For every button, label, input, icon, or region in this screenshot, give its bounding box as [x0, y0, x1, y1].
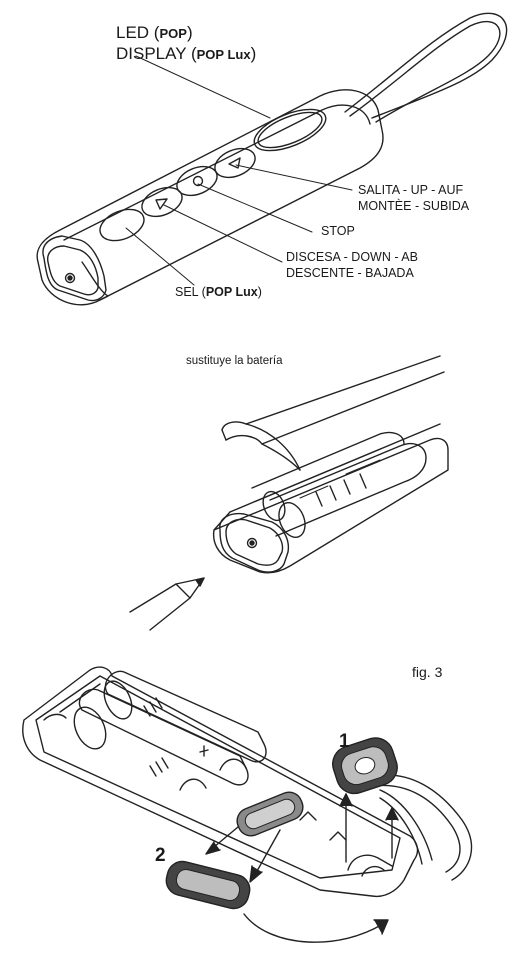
battery-caption: sustituye la batería [186, 355, 283, 367]
step-2-marker: 2 [155, 845, 166, 866]
down-label: DISCESA - DOWN - AB [286, 250, 418, 264]
figure-number: fig. 3 [412, 664, 443, 680]
cable-gland-gasket [332, 737, 398, 795]
remote-control-drawing [36, 12, 508, 306]
led-label: LED (POP) [116, 23, 193, 42]
down-label-line2: DESCENTE - BAJADA [286, 266, 414, 280]
gasket-removed [165, 860, 251, 910]
step-1-marker: 1 [339, 731, 350, 752]
up-label: SALITA - UP - AUF [358, 183, 464, 197]
display-label: DISPLAY (POP Lux) [116, 44, 257, 63]
gasket-installed [236, 791, 304, 837]
stop-label: STOP [321, 224, 355, 238]
gasket-replacement-drawing [22, 666, 473, 943]
up-label-line2: MONTÈE - SUBIDA [358, 199, 470, 213]
battery-replacement-drawing [129, 355, 449, 631]
sel-label: SEL (POP Lux) [175, 285, 262, 299]
